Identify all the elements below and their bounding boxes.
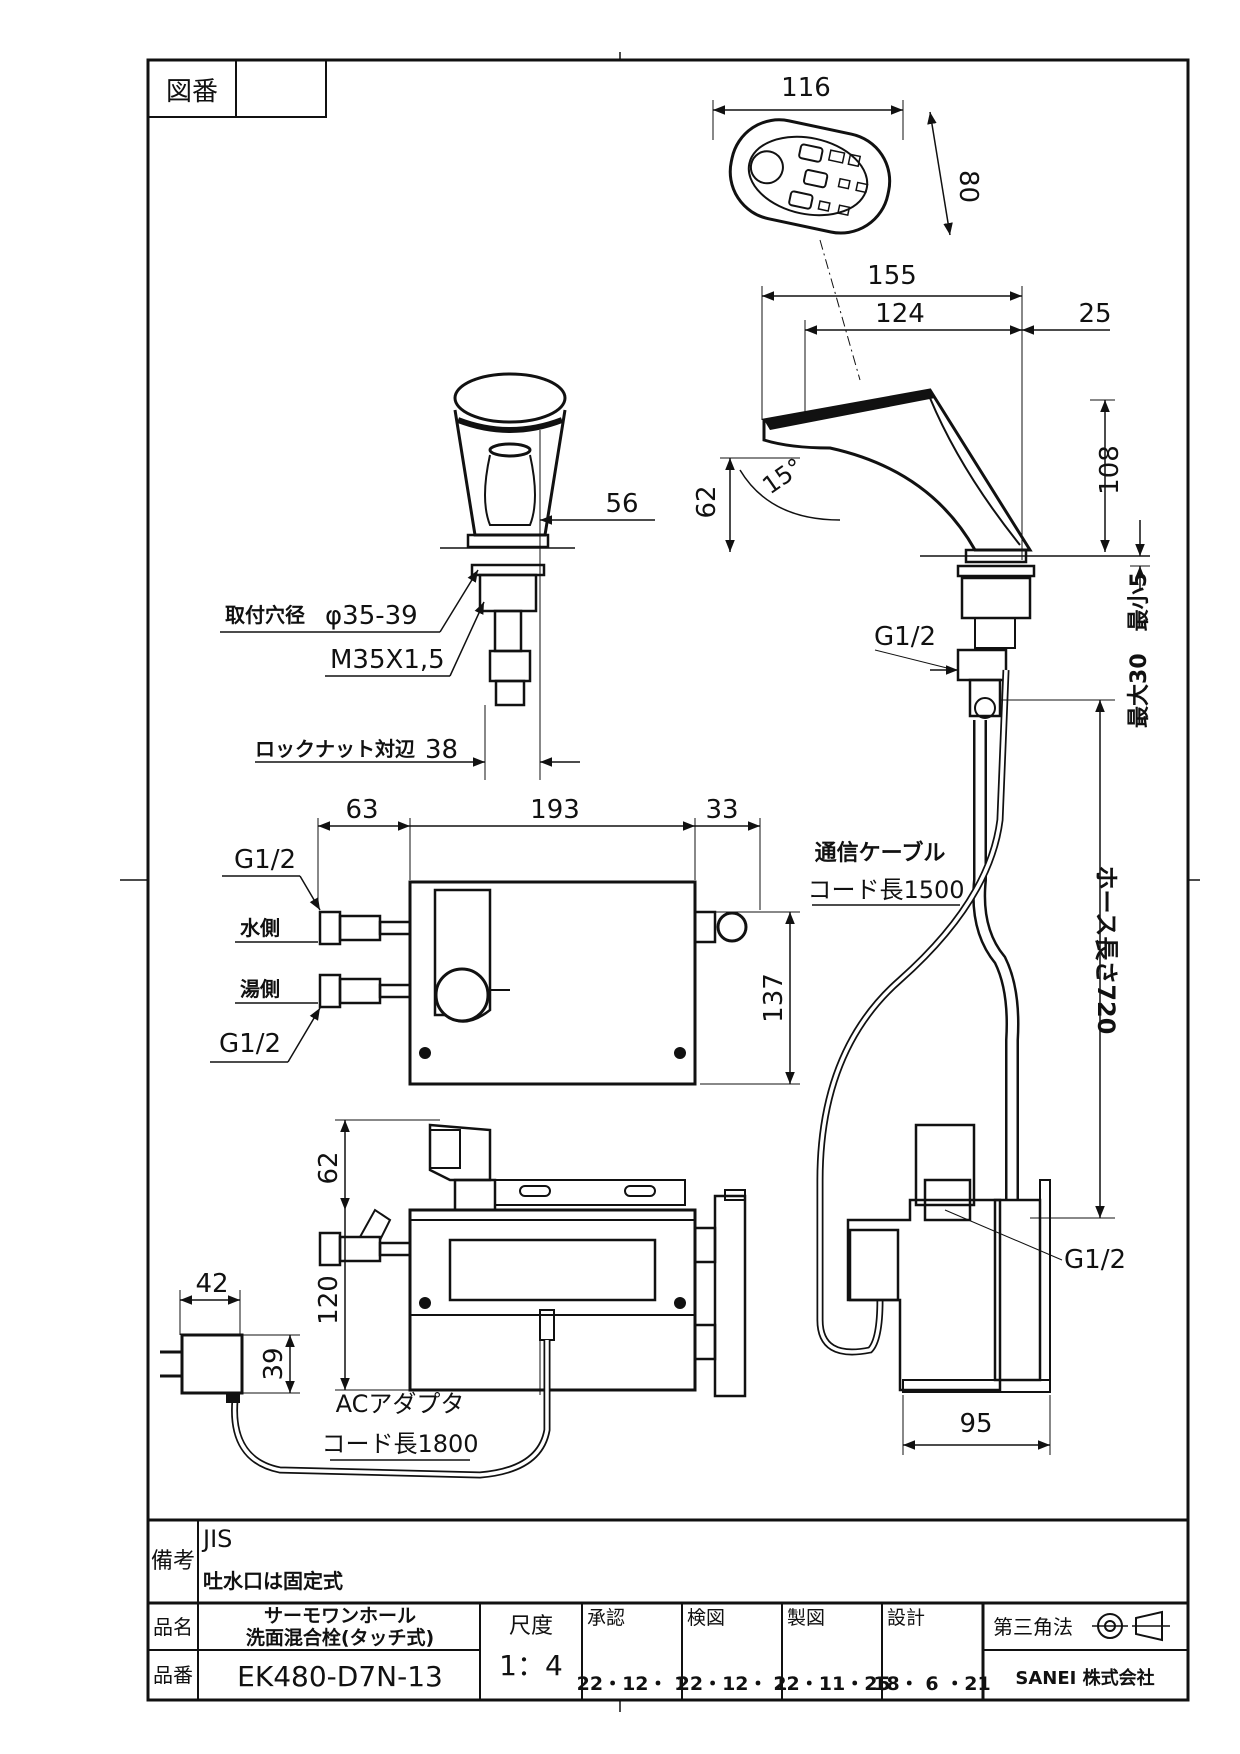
side-height-dim: 108 (1095, 445, 1125, 495)
product-name-line-1: サーモワンホール (264, 1605, 416, 1627)
approved-date: 22・12・ 1 (577, 1673, 688, 1695)
side-spout-length-dim: 124 (875, 299, 925, 329)
adapter-label: ACアダプタ (336, 1390, 465, 1418)
valve-inlet-top: G1/2 (234, 845, 296, 875)
valve-front-view: 62 120 (231, 1119, 747, 1479)
title-block: 品名 サーモワンホール 洗面混合栓(タッチ式) 品番 EK480-D7N-13 … (148, 1603, 1188, 1700)
valve-depth-dim: 137 (759, 973, 789, 1023)
power-button-icon (749, 150, 784, 185)
side-angle-dim: 15° (757, 453, 808, 500)
hole-diameter-label: 取付穴径 (225, 603, 305, 627)
drawing-number-box: 図番 (147, 59, 327, 118)
scale-label: 尺度 (509, 1614, 553, 1639)
install-base-width-dim: 95 (959, 1409, 992, 1439)
company-name: SANEI 株式会社 (1015, 1667, 1154, 1689)
valve-top-height-dim: 62 (314, 1151, 344, 1184)
notes-block: 備考 JIS 吐水口は固定式 (148, 1518, 1188, 1700)
projection-label: 第三角法 (993, 1615, 1073, 1639)
remote-button-icon (788, 190, 814, 210)
scale-value: 1：4 (499, 1649, 563, 1682)
name-label: 品名 (153, 1615, 193, 1639)
side-back-offset-dim: 25 (1078, 299, 1111, 329)
drawing-no-label: 図番 (166, 77, 218, 107)
locknut-value: 38 (425, 735, 458, 765)
valve-body-height-dim: 120 (314, 1275, 344, 1325)
cable-cord-length: コード長1500 (807, 876, 964, 904)
water-side-label: 水側 (240, 916, 280, 940)
cable-label: 通信ケーブル (815, 840, 946, 866)
locknut-label: ロックナット対辺 (255, 737, 415, 761)
hole-diameter-value: φ35-39 (325, 601, 418, 631)
number-label: 品番 (153, 1663, 193, 1687)
notes-line-2: 吐水口は固定式 (203, 1569, 343, 1593)
front-width-dim: 56 (605, 489, 638, 519)
adapter-cord-length: コード長1800 (321, 1430, 478, 1458)
valve-top-view: 63 193 33 G1/2 水側 湯側 G1/2 137 (210, 795, 800, 1086)
thread-spec: M35X1,5 (330, 645, 445, 675)
valve-inlet-bottom: G1/2 (219, 1029, 281, 1059)
valve-body-width-dim: 193 (530, 795, 580, 825)
adapter-height-dim: 39 (259, 1347, 289, 1380)
faucet-front-view: 56 取付穴径 φ35-39 M35X1,5 ロックナット対辺 38 (220, 372, 655, 780)
remote-width-dim: 116 (781, 73, 831, 103)
faucet-side-view: 155 124 25 108 62 15° G1/2 (692, 261, 1152, 728)
adapter-width-dim: 42 (195, 1269, 228, 1299)
third-angle-projection-icon (1092, 1610, 1170, 1642)
notes-line-1: JIS (201, 1525, 232, 1553)
hot-side-label: 湯側 (240, 977, 280, 1001)
hose-length-dim: ホース長さ720 (1092, 866, 1120, 1035)
side-max-min-dim: 最大30 最小5 (1127, 572, 1152, 728)
side-total-length-dim: 155 (867, 261, 917, 291)
remote-controller-view: 116 80 (712, 73, 983, 381)
remote-button-icon (802, 169, 829, 189)
design-label: 設計 (887, 1607, 925, 1629)
install-thread-bottom: G1/2 (1064, 1245, 1126, 1275)
valve-right-offset-dim: 33 (705, 795, 738, 825)
drawing-frame (120, 52, 1200, 1712)
valve-left-offset-dim: 63 (345, 795, 378, 825)
side-spout-height-dim: 62 (692, 485, 722, 518)
checked-label: 検図 (687, 1607, 725, 1629)
product-name-line-2: 洗面混合栓(タッチ式) (246, 1626, 434, 1649)
notes-label: 備考 (151, 1549, 195, 1574)
remote-button-icon (798, 143, 824, 163)
side-thread-top: G1/2 (874, 622, 936, 652)
design-date: 18・ 6 ・21 (873, 1673, 990, 1695)
approved-label: 承認 (587, 1607, 625, 1629)
drawn-date: 22・11・25 (773, 1673, 890, 1695)
drawn-label: 製図 (787, 1607, 825, 1629)
checked-date: 22・12・ 1 (677, 1673, 788, 1695)
ac-adapter-view: 42 39 ACアダプタ コード長1800 (160, 1269, 479, 1461)
install-view: 通信ケーブル コード長1500 ホース長さ720 G1/2 95 (807, 669, 1126, 1455)
remote-height-dim: 80 (953, 170, 983, 203)
product-number: EK480-D7N-13 (237, 1660, 443, 1693)
